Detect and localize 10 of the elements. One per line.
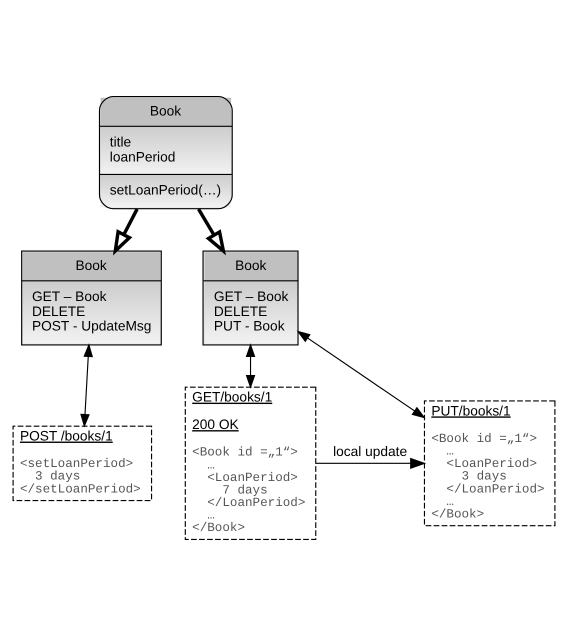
arrow [296,330,426,418]
arrow [246,342,256,388]
node-box: PUT/books/1 <Book id =„1“> … <LoanPeriod> 3 days </LoanPeriod> … </Book> [424,400,556,526]
arrow [316,457,426,468]
edge-label: local update [333,444,408,459]
arrow [197,208,226,255]
node-box: POST /books/1 <setLoanPeriod> 3 days </setLoanPeriod> [12,425,152,501]
node-box: GET/books/1 200 OK <Book id =„1“> … <LoanPeriod> 7 days </LoanPeriod> … </Book> [184,386,316,540]
arrow [80,342,94,428]
arrow [112,208,139,256]
